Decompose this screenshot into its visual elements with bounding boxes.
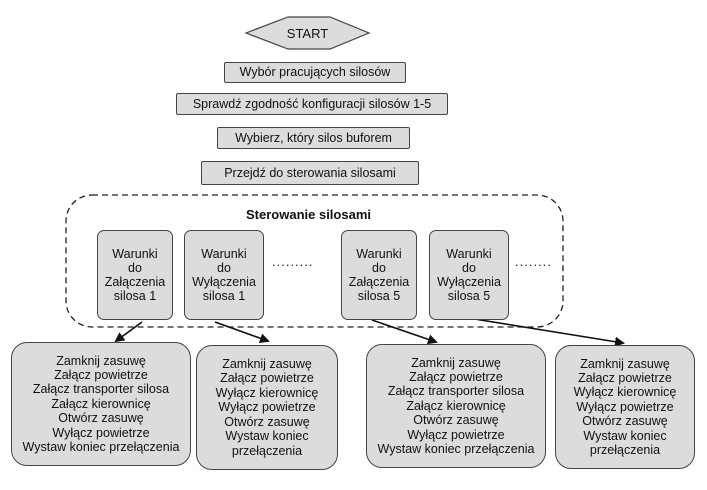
action-line: Wystaw koniec — [225, 429, 309, 444]
condition-disable-silo-5: Warunki do Wyłączenia silosa 5 — [429, 230, 509, 320]
group-title: Sterowanie silosami — [246, 207, 371, 222]
action-box-enable-silo-5: Zamknij zasuwę Załącz powietrze Załącz t… — [366, 344, 546, 468]
condition-line: Warunki — [201, 247, 247, 261]
condition-enable-silo-5: Warunki do Załączenia silosa 5 — [341, 230, 417, 320]
action-line: Otwórz zasuwę — [413, 413, 499, 428]
condition-line: silosa 5 — [357, 289, 401, 303]
step-check-config: Sprawdź zgodność konfiguracji silosów 1-… — [176, 93, 448, 115]
condition-line: Załączenia — [104, 275, 166, 289]
action-line: Załącz powietrze — [578, 370, 672, 385]
action-line: Wyłącz kierownicę — [215, 385, 319, 400]
condition-line: Załączenia — [348, 275, 410, 289]
action-line: Załącz kierownicę — [406, 398, 506, 413]
action-box-disable-silo-5: Zamknij zasuwę Załącz powietrze Wyłącz k… — [555, 345, 695, 469]
action-line: Załącz transporter silosa — [387, 384, 525, 399]
action-line: Wyłącz powietrze — [576, 399, 674, 414]
action-line: Zamknij zasuwę — [222, 357, 312, 372]
action-line: Otwórz zasuwę — [224, 414, 310, 429]
action-line: Otwórz zasuwę — [58, 411, 144, 426]
action-line: Zamknij zasuwę — [56, 353, 146, 368]
start-label: START — [286, 25, 329, 41]
step-select-buffer: Wybierz, który silos buforem — [217, 127, 410, 149]
action-line: Zamknij zasuwę — [411, 355, 501, 370]
arrow-cond1-to-action1 — [114, 321, 143, 343]
action-line: Zamknij zasuwę — [580, 356, 670, 371]
condition-line: do — [217, 261, 231, 275]
action-line: Wystaw koniec przełączenia — [22, 440, 180, 455]
action-line: Wyłącz powietrze — [218, 400, 316, 415]
action-line: przełączenia — [589, 443, 661, 458]
condition-line: do — [462, 261, 476, 275]
action-line: Wyłącz powietrze — [52, 425, 150, 440]
condition-line: Warunki — [112, 247, 158, 261]
condition-line: Warunki — [446, 247, 492, 261]
action-line: Załącz powietrze — [54, 367, 148, 382]
action-line: Wystaw koniec przełączenia — [377, 442, 535, 457]
action-box-enable-silo-1: Zamknij zasuwę Załącz powietrze Załącz t… — [11, 342, 191, 466]
action-line: Wyłącz powietrze — [407, 427, 505, 442]
condition-disable-silo-1: Warunki do Wyłączenia silosa 1 — [184, 230, 264, 320]
condition-line: do — [128, 261, 142, 275]
step-go-to-control: Przejdź do sterowania silosami — [201, 161, 419, 185]
condition-line: do — [372, 261, 386, 275]
ellipsis-left: ......... — [272, 254, 314, 269]
condition-line: silosa 5 — [447, 289, 491, 303]
start-shape — [244, 16, 371, 50]
condition-line: Warunki — [356, 247, 402, 261]
condition-enable-silo-1: Warunki do Załączenia silosa 1 — [97, 230, 173, 320]
condition-line: Wyłączenia — [437, 275, 501, 289]
arrow-cond3-to-action3 — [371, 319, 438, 345]
action-box-disable-silo-1: Zamknij zasuwę Załącz powietrze Wyłącz k… — [196, 345, 338, 470]
ellipsis-right: ........ — [515, 254, 552, 269]
action-line: przełączenia — [231, 443, 303, 458]
action-line: Załącz powietrze — [409, 369, 503, 384]
action-line: Otwórz zasuwę — [582, 414, 668, 429]
action-line: Załącz kierownicę — [51, 396, 151, 411]
action-line: Załącz powietrze — [220, 371, 314, 386]
group-container — [65, 194, 564, 328]
condition-line: silosa 1 — [202, 289, 246, 303]
arrow-cond4-to-action4 — [461, 316, 625, 347]
arrow-cond2-to-action2 — [214, 321, 270, 344]
condition-line: silosa 1 — [113, 289, 157, 303]
step-select-silos: Wybór pracujących silosów — [224, 62, 406, 83]
condition-line: Wyłączenia — [192, 275, 256, 289]
action-line: Wystaw koniec — [583, 428, 667, 443]
action-line: Wyłącz kierownicę — [573, 385, 677, 400]
action-line: Załącz transporter silosa — [32, 382, 170, 397]
